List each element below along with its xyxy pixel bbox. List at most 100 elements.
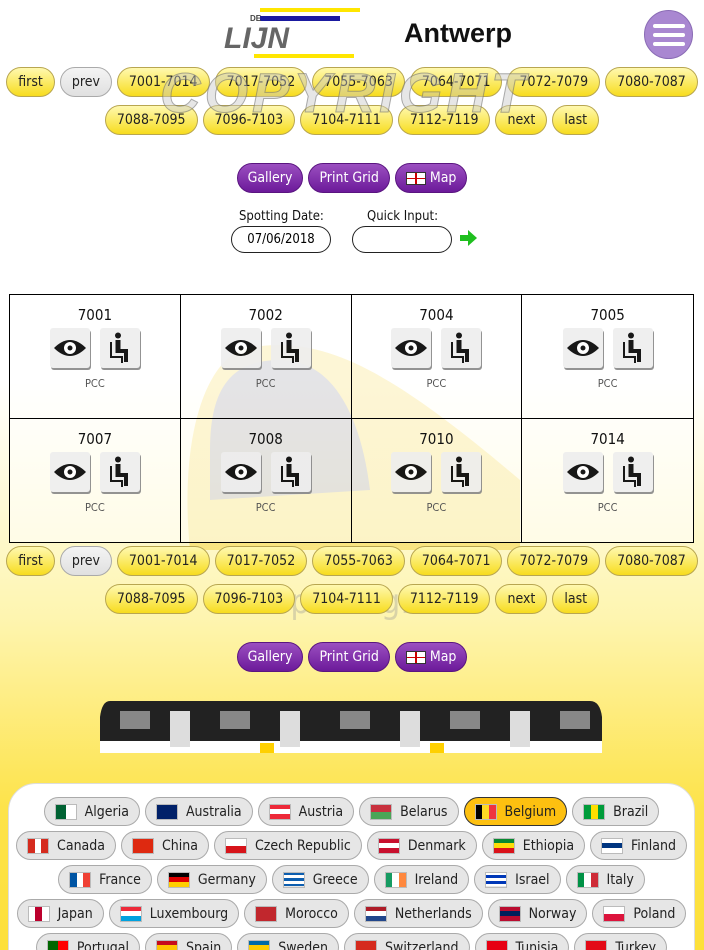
country-label: Canada (57, 837, 105, 854)
country-spain[interactable]: Spain (145, 933, 233, 950)
pager-prev[interactable]: prev (59, 67, 112, 97)
pager-last[interactable]: last (552, 584, 600, 614)
country-denmark[interactable]: Denmark (366, 831, 477, 860)
pager-prev[interactable]: prev (59, 546, 112, 576)
country-sweden[interactable]: Sweden (237, 933, 340, 950)
pager-next[interactable]: next (495, 584, 548, 614)
pager-7055-7063[interactable]: 7055-7063 (312, 67, 405, 97)
pager-last[interactable]: last (552, 105, 600, 135)
country-france[interactable]: France (58, 865, 152, 894)
quick-input-field[interactable] (352, 226, 452, 253)
seat-icon[interactable] (99, 451, 140, 492)
country-australia[interactable]: Australia (144, 797, 253, 826)
spotting-date-input[interactable]: 07/06/2018 (231, 226, 331, 253)
country-china[interactable]: China (120, 831, 209, 860)
country-czech-republic[interactable]: Czech Republic (213, 831, 362, 860)
eye-icon[interactable] (220, 328, 261, 368)
eye-icon[interactable] (562, 451, 603, 492)
pager-7001-7014[interactable]: 7001-7014 (116, 546, 210, 576)
vehicle-type: PCC (255, 500, 276, 514)
pager-7080-7087[interactable]: 7080-7087 (605, 546, 698, 576)
map-button[interactable]: Map (394, 163, 468, 193)
country-finland[interactable]: Finland (590, 831, 687, 860)
country-netherlands[interactable]: Netherlands (353, 899, 483, 928)
eye-icon[interactable] (391, 451, 432, 492)
eye-icon[interactable] (49, 451, 90, 492)
country-label: Luxembourg (149, 905, 229, 922)
country-label: Spain (186, 939, 222, 950)
country-label: Greece (312, 871, 358, 888)
pager-7064-7071[interactable]: 7064-7071 (409, 546, 503, 576)
pager-7001-7014[interactable]: 7001-7014 (116, 67, 210, 97)
seat-icon[interactable] (441, 328, 482, 368)
country-turkey[interactable]: Turkey (574, 933, 668, 950)
country-austria[interactable]: Austria (257, 797, 355, 826)
country-brazil[interactable]: Brazil (572, 797, 660, 826)
seat-icon[interactable] (99, 328, 140, 368)
country-greece[interactable]: Greece (271, 865, 369, 894)
pager-next[interactable]: next (495, 105, 548, 135)
quick-input-label: Quick Input: (367, 209, 439, 224)
country-label: Netherlands (394, 905, 472, 922)
pager-7112-7119[interactable]: 7112-7119 (397, 584, 491, 614)
flag-icon (155, 803, 178, 820)
country-label: Algeria (84, 803, 129, 820)
country-belarus[interactable]: Belarus (359, 797, 459, 826)
print-grid-button[interactable]: Print Grid (308, 163, 390, 193)
map-icon (405, 171, 426, 185)
pager-7017-7052[interactable]: 7017-7052 (214, 546, 308, 576)
country-italy[interactable]: Italy (565, 865, 645, 894)
print-grid-button[interactable]: Print Grid (308, 642, 390, 672)
country-luxembourg[interactable]: Luxembourg (108, 899, 240, 928)
country-portugal[interactable]: Portugal (35, 933, 141, 950)
eye-icon[interactable] (49, 328, 90, 368)
pager-7104-7111[interactable]: 7104-7111 (300, 105, 393, 135)
eye-icon[interactable] (562, 328, 603, 368)
pager-7088-7095[interactable]: 7088-7095 (104, 584, 198, 614)
pager-7064-7071[interactable]: 7064-7071 (409, 67, 503, 97)
pager-7112-7119[interactable]: 7112-7119 (397, 105, 491, 135)
country-germany[interactable]: Germany (156, 865, 267, 894)
country-poland[interactable]: Poland (592, 899, 687, 928)
eye-icon[interactable] (220, 451, 261, 492)
seat-icon[interactable] (612, 451, 653, 492)
flag-icon (282, 871, 305, 888)
pager-7096-7103[interactable]: 7096-7103 (202, 105, 296, 135)
pager-first[interactable]: first (6, 67, 55, 97)
country-belgium[interactable]: Belgium (463, 797, 568, 826)
map-button[interactable]: Map (394, 642, 468, 672)
pager-first[interactable]: first (6, 546, 55, 576)
country-japan[interactable]: Japan (16, 899, 104, 928)
country-ethiopia[interactable]: Ethiopia (481, 831, 586, 860)
pager-7055-7063[interactable]: 7055-7063 (312, 546, 405, 576)
country-ireland[interactable]: Ireland (373, 865, 470, 894)
country-tunisia[interactable]: Tunisia (474, 933, 570, 950)
hamburger-menu-button[interactable] (644, 10, 693, 59)
pager-7088-7095[interactable]: 7088-7095 (104, 105, 198, 135)
pager-7072-7079[interactable]: 7072-7079 (507, 67, 601, 97)
country-switzerland[interactable]: Switzerland (344, 933, 470, 950)
pager-7104-7111[interactable]: 7104-7111 (300, 584, 393, 614)
gallery-button[interactable]: Gallery (236, 642, 304, 672)
flag-icon (601, 837, 624, 854)
seat-icon[interactable] (441, 451, 482, 492)
pager-7080-7087[interactable]: 7080-7087 (605, 67, 698, 97)
gallery-button[interactable]: Gallery (236, 163, 304, 193)
eye-icon[interactable] (391, 328, 432, 368)
pager-7017-7052[interactable]: 7017-7052 (214, 67, 308, 97)
country-canada[interactable]: Canada (16, 831, 116, 860)
pager-7072-7079[interactable]: 7072-7079 (507, 546, 601, 576)
country-algeria[interactable]: Algeria (43, 797, 140, 826)
vehicle-number: 7004 (419, 306, 454, 324)
pager-7096-7103[interactable]: 7096-7103 (202, 584, 296, 614)
go-arrow-icon[interactable] (460, 230, 477, 246)
country-norway[interactable]: Norway (487, 899, 588, 928)
country-morocco[interactable]: Morocco (244, 899, 349, 928)
country-israel[interactable]: Israel (474, 865, 561, 894)
seat-icon[interactable] (270, 328, 311, 368)
seat-icon[interactable] (612, 328, 653, 368)
seat-icon[interactable] (270, 451, 311, 492)
